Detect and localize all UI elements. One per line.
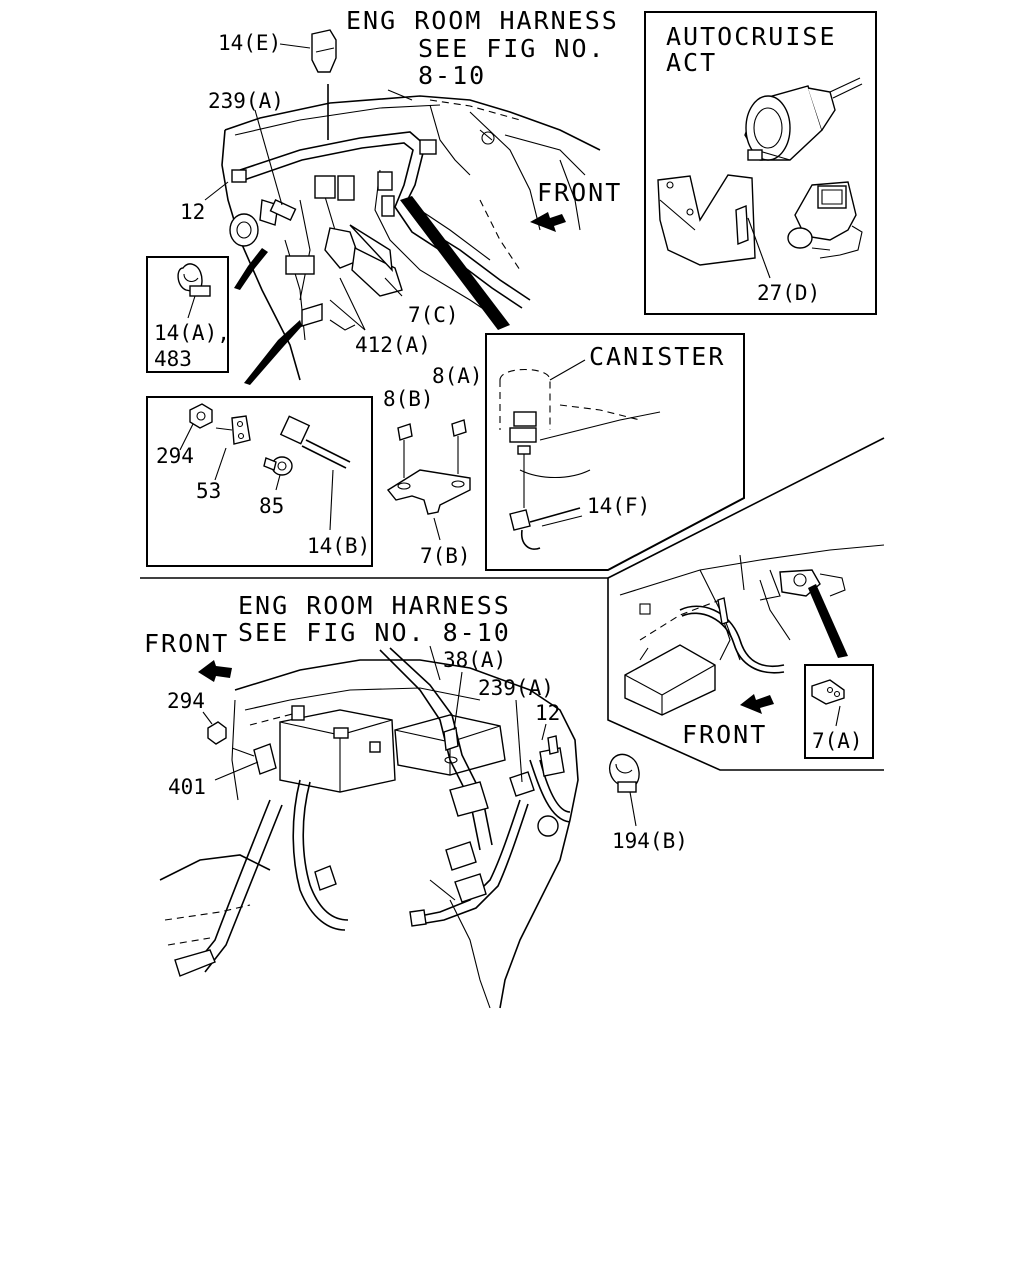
top-harness-note-line2: SEE FIG NO. [418,34,606,63]
callout-7b: 7(B) [420,544,471,568]
autocruise-box [644,11,877,315]
right-inset [607,437,885,771]
callout-294-bottom: 294 [167,689,205,713]
callout-483: 483 [154,347,192,371]
callout-14e: 14(E) [218,31,282,55]
callout-12-bottom: 12 [535,701,561,725]
autocruise-title-line1: AUTOCRUISE [666,22,837,51]
callout-12-top: 12 [180,200,206,224]
autocruise-title-line2: ACT [666,48,718,77]
callout-8b: 8(B) [383,387,434,411]
top-harness-note-line1: ENG ROOM HARNESS [346,6,619,35]
top-harness-note-line3: 8-10 [418,61,487,90]
callout-7c: 7(C) [408,303,459,327]
callout-412a: 412(A) [355,333,431,357]
canister-title: CANISTER [589,342,726,371]
callout-27d: 27(D) [757,281,821,305]
callout-14b: 14(B) [307,534,371,558]
callout-14a: 14(A), [154,321,230,345]
callout-8a: 8(A) [432,364,483,388]
top-leader-lines [204,43,413,331]
top-front-label: FRONT [537,178,623,207]
clip-box-14a [146,256,229,373]
callout-239a-bottom: 239(A) [478,676,554,700]
callout-239a-top: 239(A) [208,89,284,113]
callout-38a: 38(A) [443,648,507,672]
callout-7a: 7(A) [812,729,863,753]
hardware-box [146,396,373,567]
callout-53: 53 [196,479,222,503]
bottom-engine-room-drawing [159,645,640,1009]
bottom-front-label: FRONT [144,629,230,658]
bottom-harness-note-line2: SEE FIG NO. 8-10 [238,618,511,647]
callout-85: 85 [259,494,285,518]
inset-front-label: FRONT [682,720,768,749]
callout-194b: 194(B) [612,829,688,853]
canister-box [485,333,745,571]
callout-294-top: 294 [156,444,194,468]
callout-14f: 14(F) [587,494,651,518]
top-front-arrow-icon [530,212,566,232]
callout-401: 401 [168,775,206,799]
bottom-harness-note-line1: ENG ROOM HARNESS [238,591,511,620]
top-engine-room-drawing [221,29,601,385]
bracket-7b-detail [386,419,471,541]
